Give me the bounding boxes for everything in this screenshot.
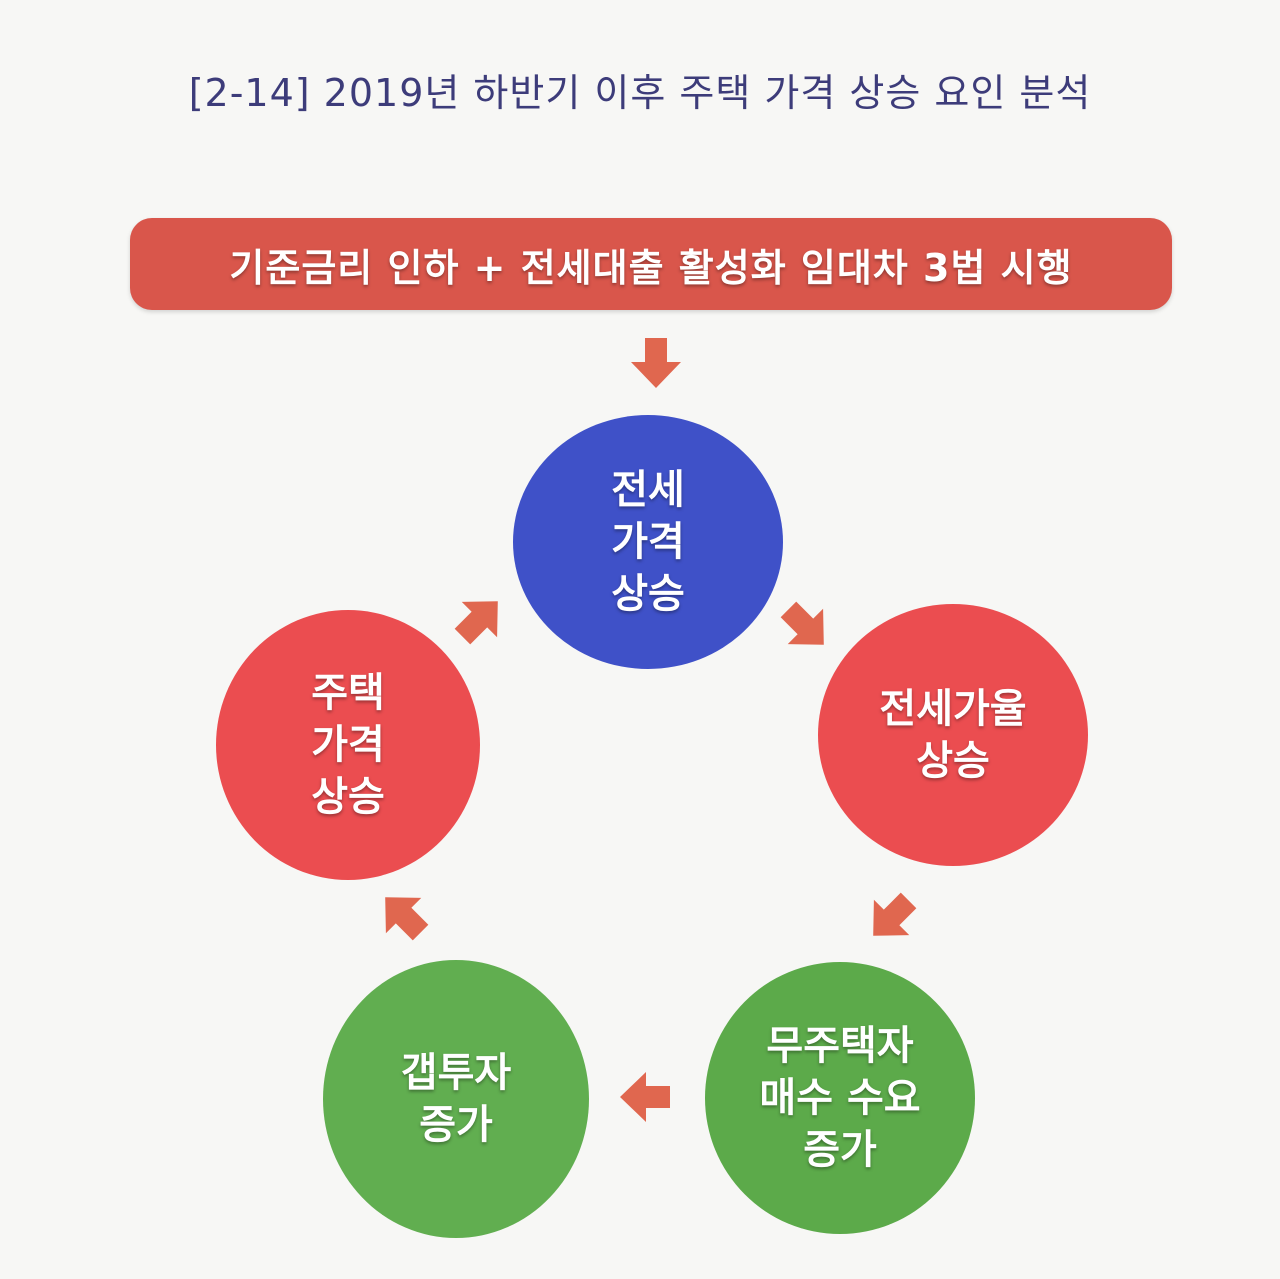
arrow-left-to-top-icon (444, 583, 516, 655)
node-jeonse-ratio-rise: 전세가율 상승 (818, 604, 1088, 866)
arrow-right-to-bottom-right-icon (855, 882, 927, 954)
arrow-top-to-right-icon (770, 591, 842, 663)
arrow-bottom-left-to-left-icon (367, 879, 439, 951)
arrow-banner-to-top-icon (631, 338, 681, 388)
node-house-price-rise: 주택 가격 상승 (216, 610, 480, 880)
policy-banner-label: 기준금리 인하 + 전세대출 활성화 임대차 3법 시행 (229, 245, 1073, 290)
policy-banner: 기준금리 인하 + 전세대출 활성화 임대차 3법 시행 (130, 218, 1172, 310)
arrow-bottom-right-to-bottom-left-icon (620, 1072, 670, 1122)
diagram-title: [2-14] 2019년 하반기 이후 주택 가격 상승 요인 분석 (188, 71, 1092, 115)
node-jeonse-price-rise: 전세 가격 상승 (513, 415, 783, 669)
node-homeless-buyer-demand: 무주택자 매수 수요 증가 (705, 962, 975, 1234)
node-gap-investment-rise: 갭투자 증가 (323, 960, 589, 1238)
